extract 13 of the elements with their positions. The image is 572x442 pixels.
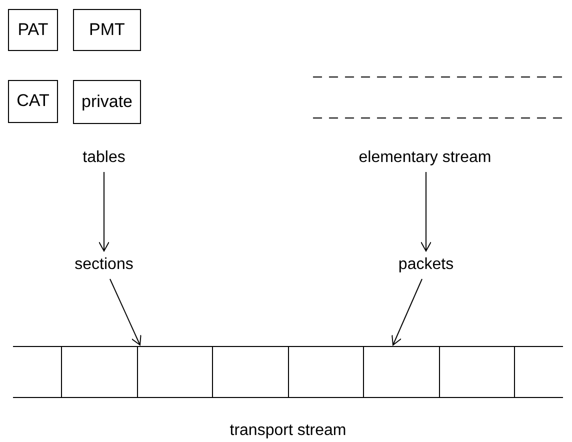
table-box: PMT [73, 9, 141, 51]
stage-label: sections [62, 255, 146, 275]
stream-label: transport stream [228, 422, 348, 440]
arrow [98, 172, 110, 252]
table-box: PAT [8, 9, 58, 51]
stage-label: packets [392, 255, 460, 275]
stage-label: tables [74, 148, 134, 168]
arrow [420, 172, 432, 252]
arrow [110, 278, 142, 346]
stage-label: elementary stream [360, 148, 490, 168]
arrow [392, 278, 422, 346]
table-box: private [73, 80, 141, 124]
table-box: CAT [8, 80, 58, 123]
